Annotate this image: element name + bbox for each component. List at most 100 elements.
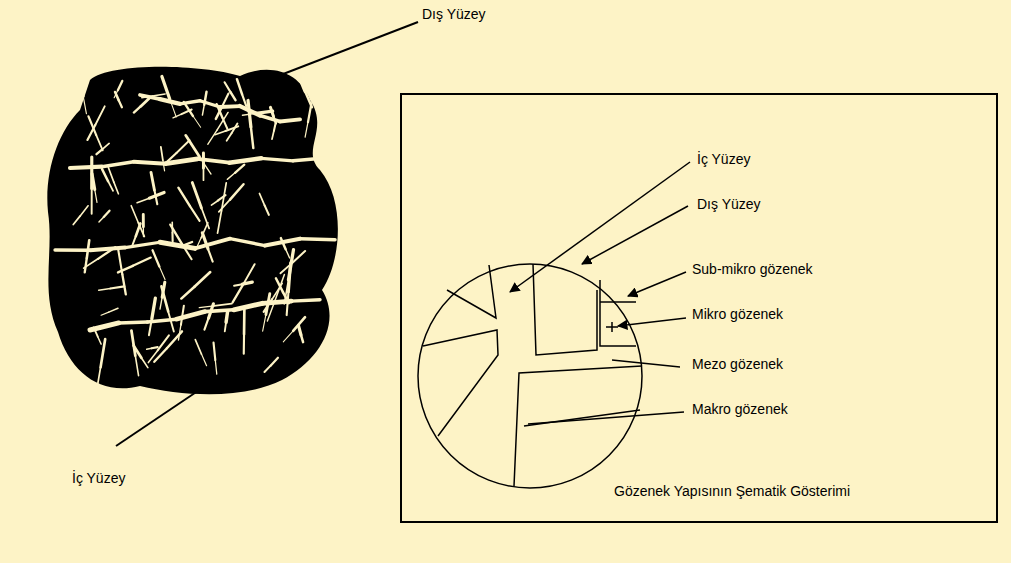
crack [230,239,265,246]
crack [196,238,201,250]
inner-surface-label: İç Yüzey [697,151,750,168]
crack [95,106,104,125]
crack [286,249,290,258]
crack [114,90,118,97]
crack [160,242,195,248]
crack [152,94,165,96]
leader-line [116,368,232,446]
crack [225,82,231,92]
crack [83,97,86,114]
particle [47,67,338,395]
crack [193,116,201,127]
crack [298,326,301,335]
crack [154,348,167,362]
pore-cracks [55,72,335,390]
crack [134,162,166,164]
crack [300,239,335,240]
crack [122,274,126,294]
crack [263,315,266,332]
crack [102,169,108,181]
crack [195,340,201,355]
crack [271,358,278,366]
crack [94,327,98,336]
crack [219,200,230,212]
crack [102,143,109,149]
leader-line [278,22,418,76]
crack [265,205,269,215]
crack [251,127,253,148]
crack [178,188,190,206]
crack [264,366,270,372]
crack [201,208,209,228]
crack [225,322,226,331]
crack [108,181,113,191]
crack [55,248,90,252]
crack [297,72,305,92]
crack [190,206,200,221]
crack [233,285,243,302]
crack [87,240,89,258]
crack [283,331,293,342]
crack [125,242,160,247]
crack [208,130,217,144]
crack [192,183,201,209]
crack [149,193,164,199]
surface-label: Dış Yüzey [422,6,486,23]
crack [147,348,152,350]
crack [118,81,122,90]
crack [90,248,125,251]
crack [95,190,97,203]
pore-label: Makro gözenek [692,401,788,418]
crack [234,284,242,286]
crack [242,113,256,115]
crack [201,354,206,366]
crack [161,147,163,160]
crack [159,267,165,280]
crack [153,250,160,266]
crack [135,356,138,376]
crack [261,158,293,160]
crack [99,289,111,291]
crack [171,233,173,241]
crack [110,286,124,288]
crack [176,140,189,153]
crack [170,225,182,244]
pore-schematic [418,264,642,488]
crack [99,217,104,222]
crack [173,114,181,118]
crack [211,201,217,205]
crack [101,312,109,315]
crack [181,306,184,325]
crack [97,367,101,390]
crack [98,247,115,259]
crack [201,223,208,238]
crack [96,149,102,154]
crack [291,300,320,301]
crack [184,102,193,116]
crack [222,183,227,211]
crack [131,331,135,356]
crack [235,165,244,173]
crack [152,347,158,348]
crack [218,211,222,233]
crack [70,167,102,168]
crack [181,287,194,299]
crack [132,236,136,246]
crack [109,308,118,312]
crack [84,259,98,268]
crack [234,303,263,309]
crack [141,98,149,106]
crack [215,360,216,374]
crack [90,157,93,189]
caption: Gözenek Yapısının Şematik Gösterimi [614,483,850,500]
crack [143,227,144,237]
crack [167,331,182,348]
crack [98,337,101,344]
crack [87,125,95,140]
crack [141,358,148,368]
crack [152,298,155,319]
crack [243,264,255,285]
crack [182,244,192,259]
crack [270,107,273,116]
